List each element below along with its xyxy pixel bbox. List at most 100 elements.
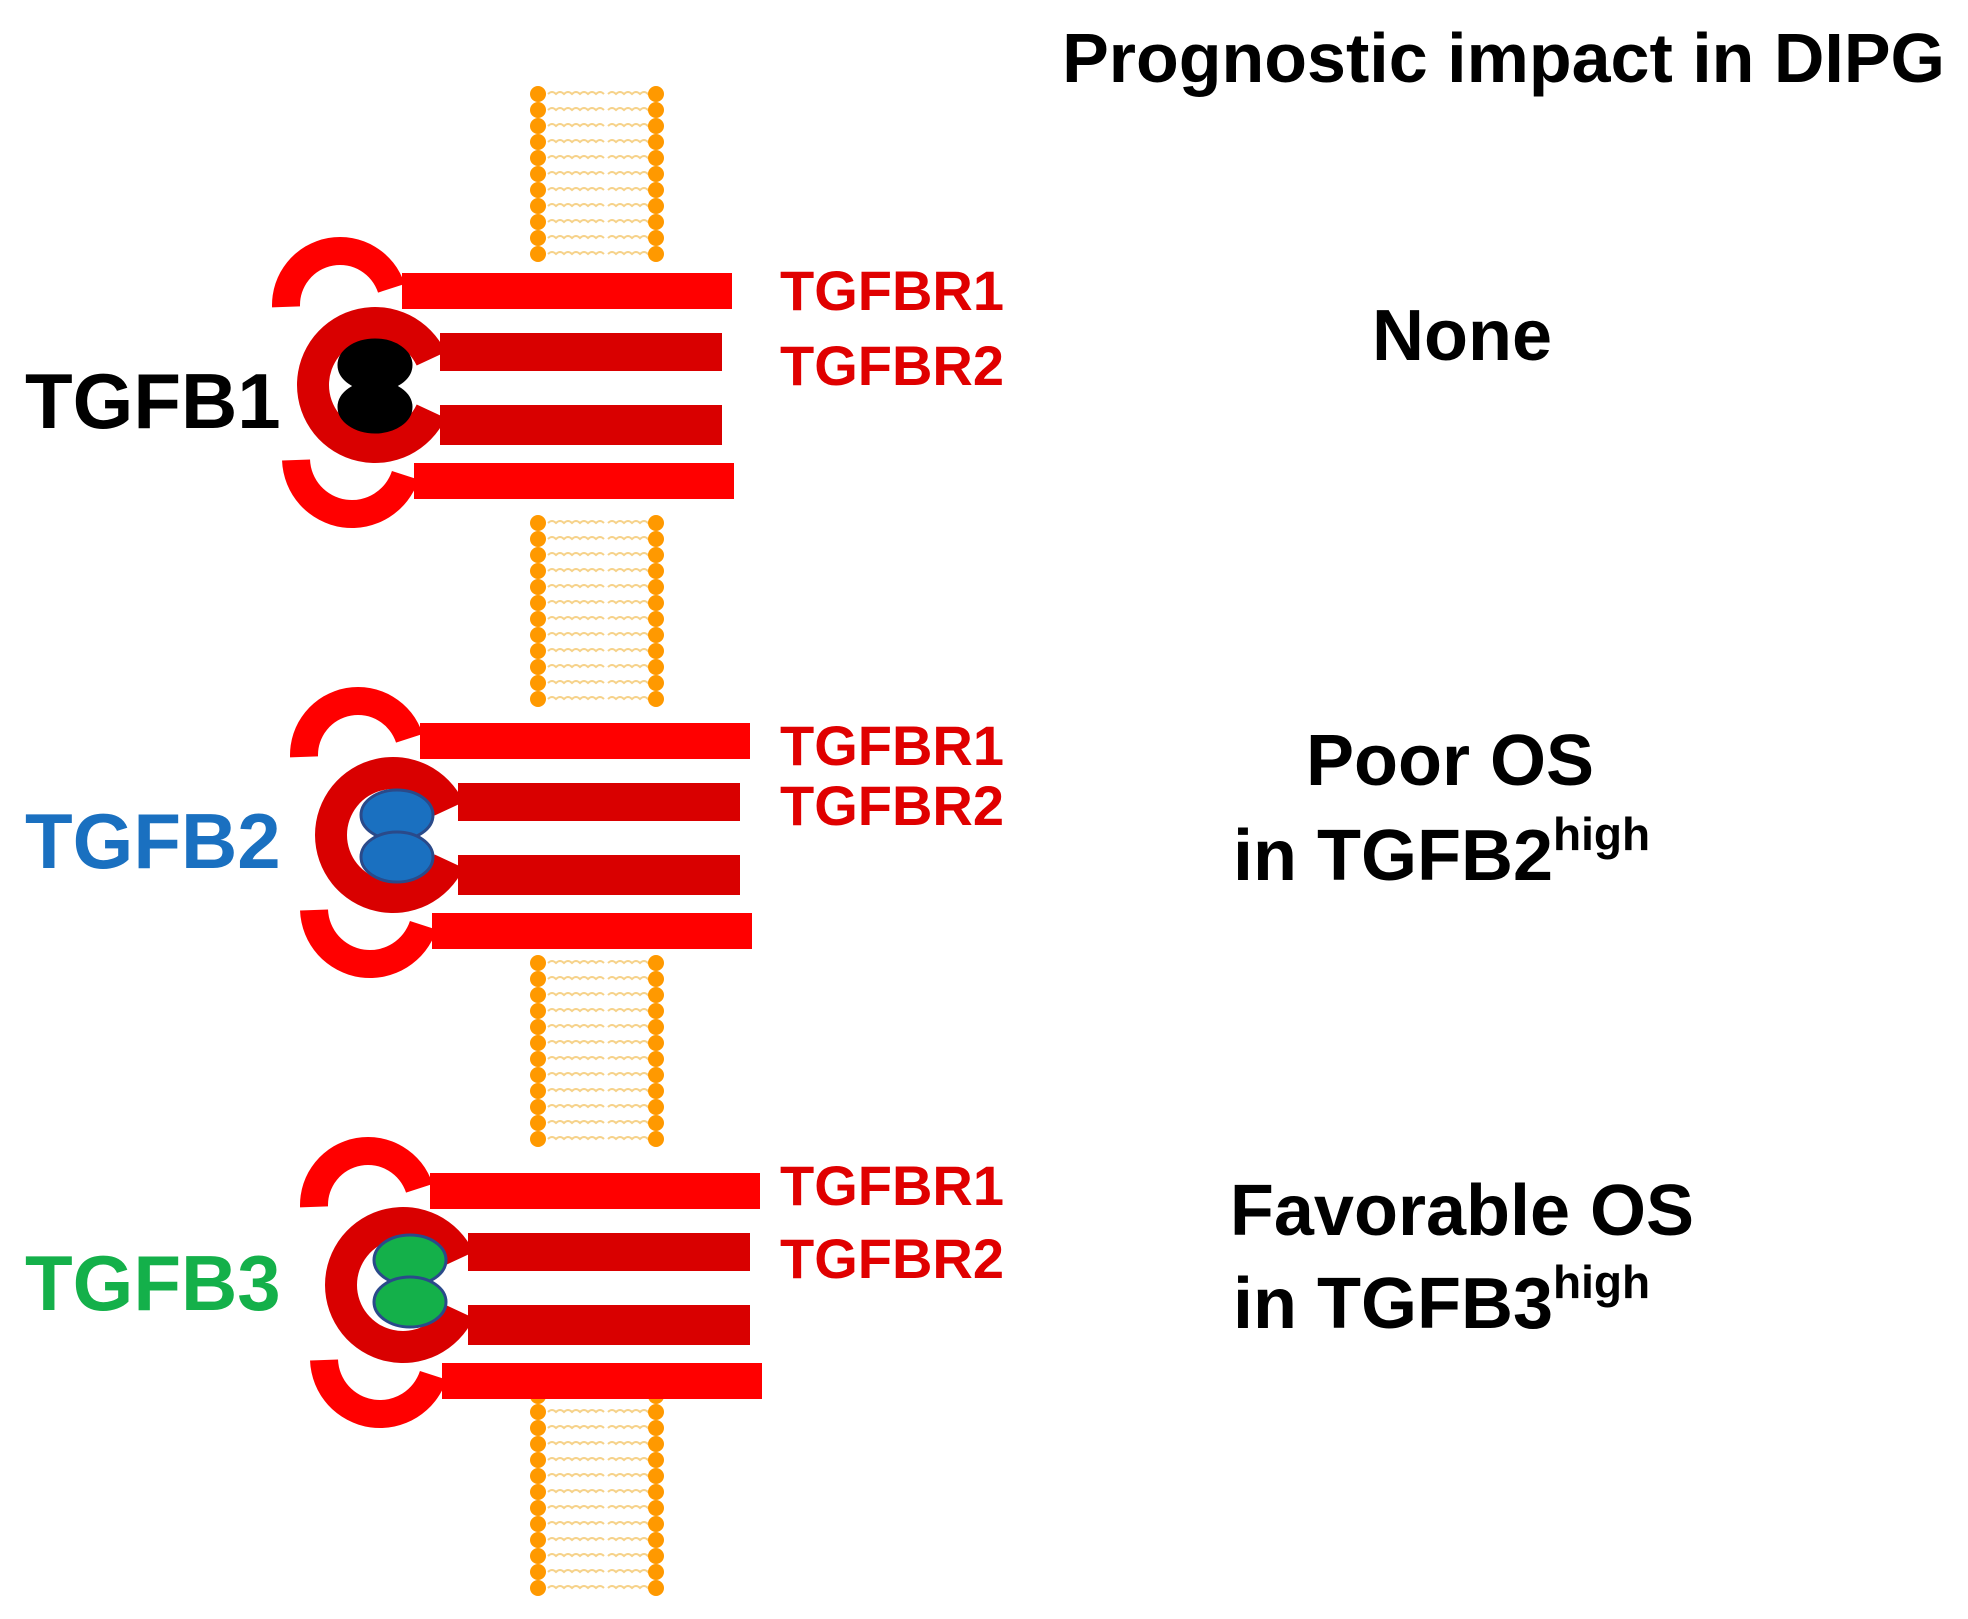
ligand-monomer: [372, 1275, 448, 1329]
lipid-tail: [547, 648, 605, 653]
phospholipid-head: [530, 579, 546, 595]
phospholipid-head: [648, 214, 664, 230]
phospholipid-head: [530, 150, 546, 166]
phospholipid-head: [648, 675, 664, 691]
phospholipid-head: [530, 1564, 546, 1580]
receptor-complex-2: [290, 686, 752, 978]
phospholipid-head: [648, 198, 664, 214]
lipid-tail: [547, 1585, 605, 1590]
phospholipid-head: [530, 1404, 546, 1420]
lipid-tail: [547, 203, 605, 208]
phospholipid-head: [530, 182, 546, 198]
impact-label-tgfb3-superscript: high: [1553, 1256, 1650, 1308]
phospholipid-head: [530, 1548, 546, 1564]
page-title: Prognostic impact in DIPG: [1062, 19, 1945, 97]
phospholipid-head: [648, 230, 664, 246]
lipid-tail: [547, 155, 605, 160]
lipid-tail: [547, 632, 605, 637]
phospholipid-head: [530, 547, 546, 563]
phospholipid-head: [530, 1099, 546, 1115]
ligand-dimer-tgfb1: [337, 338, 413, 434]
receptor-tail-top: [430, 1173, 760, 1209]
membrane-segment: [530, 1388, 664, 1596]
phospholipid-head: [530, 515, 546, 531]
phospholipid-head: [648, 1532, 664, 1548]
phospholipid-head: [530, 1420, 546, 1436]
receptor-inner-tail-bottom: [458, 855, 740, 895]
phospholipid-head: [648, 1404, 664, 1420]
phospholipid-head: [648, 987, 664, 1003]
phospholipid-head: [648, 118, 664, 134]
lipid-tail: [547, 1056, 605, 1061]
panel-tgfb1: TGFB1 TGFBR1 TGFBR2 None: [25, 236, 1552, 528]
phospholipid-head: [530, 659, 546, 675]
phospholipid-head: [648, 531, 664, 547]
phospholipid-head: [648, 627, 664, 643]
phospholipid-head: [648, 659, 664, 675]
impact-label-favorable-os: Favorable OS: [1230, 1171, 1694, 1251]
phospholipid-head: [530, 611, 546, 627]
receptor-inner-tail-top: [468, 1233, 750, 1271]
receptor-tail-top: [402, 273, 732, 309]
lipid-tail: [547, 235, 605, 240]
receptor-inner-tail-top: [440, 333, 722, 371]
phospholipid-head: [648, 1131, 664, 1147]
ligand-monomer: [337, 380, 413, 434]
ligand-monomer: [359, 830, 435, 884]
receptor-inner-arc-bottom: [315, 835, 464, 913]
phospholipid-head: [648, 563, 664, 579]
phospholipid-head: [530, 1468, 546, 1484]
impact-label-tgfb3-prefix: in TGFB3: [1233, 1264, 1553, 1344]
phospholipid-head: [648, 1035, 664, 1051]
cell-membrane: [530, 86, 664, 1596]
lipid-tail: [547, 219, 605, 224]
phospholipid-head: [648, 246, 664, 262]
phospholipid-head: [530, 1484, 546, 1500]
lipid-tail: [547, 251, 605, 256]
lipid-tail: [547, 600, 605, 605]
lipid-tail: [547, 1505, 605, 1510]
lipid-tail: [547, 584, 605, 589]
lipid-tail: [547, 91, 605, 96]
phospholipid-head: [648, 1452, 664, 1468]
lipid-tail: [547, 1136, 605, 1141]
phospholipid-head: [648, 1067, 664, 1083]
lipid-tail: [547, 536, 605, 541]
receptor-tail-bottom: [442, 1363, 762, 1399]
membrane-segment: [530, 86, 664, 262]
phospholipid-head: [648, 1580, 664, 1596]
phospholipid-head: [648, 182, 664, 198]
impact-label-tgfb2-prefix: in TGFB2: [1233, 816, 1553, 896]
phospholipid-head: [530, 627, 546, 643]
phospholipid-head: [648, 971, 664, 987]
lipid-tail: [547, 616, 605, 621]
phospholipid-head: [530, 1083, 546, 1099]
phospholipid-head: [530, 198, 546, 214]
phospholipid-head: [530, 1436, 546, 1452]
receptor-inner-arc-top: [315, 757, 464, 835]
lipid-tail: [547, 1024, 605, 1029]
lipid-tail: [547, 960, 605, 965]
ligand-label-tgfb3: TGFB3: [25, 1239, 281, 1327]
lipid-tail: [547, 1537, 605, 1542]
receptor-arc-bottom: [310, 1359, 447, 1428]
lipid-tail: [547, 1457, 605, 1462]
phospholipid-head: [530, 118, 546, 134]
lipid-tail: [547, 107, 605, 112]
phospholipid-head: [530, 166, 546, 182]
phospholipid-head: [530, 1452, 546, 1468]
lipid-tail: [547, 1040, 605, 1045]
phospholipid-head: [530, 102, 546, 118]
lipid-tail: [547, 1553, 605, 1558]
phospholipid-head: [530, 971, 546, 987]
phospholipid-head: [530, 1131, 546, 1147]
panel-tgfb3: TGFB3 TGFBR1 TGFBR2 Favorable OS in TGFB…: [25, 1137, 1694, 1428]
receptor-inner-tail-bottom: [440, 405, 722, 445]
phospholipid-head: [530, 1035, 546, 1051]
receptor-label-tgfbr2: TGFBR2: [780, 1227, 1004, 1290]
phospholipid-head: [530, 563, 546, 579]
lipid-tail: [547, 1072, 605, 1077]
phospholipid-head: [530, 86, 546, 102]
impact-label-tgfb2-superscript: high: [1553, 808, 1650, 860]
